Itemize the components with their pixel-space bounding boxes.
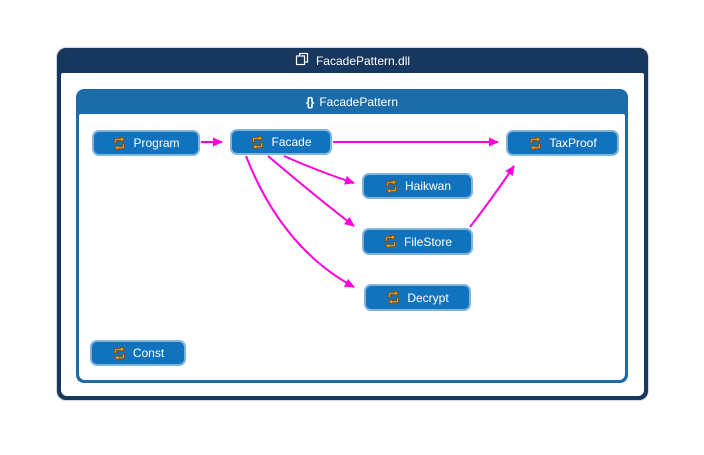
node-label: Program <box>133 136 180 150</box>
node-filestore[interactable]: FileStore <box>362 228 473 255</box>
node-haikwan[interactable]: Haikwan <box>362 173 473 199</box>
node-label: Const <box>132 346 165 360</box>
node-taxproof[interactable]: TaxProof <box>506 130 619 156</box>
assembly-title: FacadePattern.dll <box>315 53 411 68</box>
node-decrypt[interactable]: Decrypt <box>364 284 471 311</box>
class-icon <box>113 345 126 361</box>
node-label: Facade <box>271 135 312 149</box>
class-icon <box>252 134 264 150</box>
class-icon <box>114 135 126 151</box>
namespace-icon: {} <box>305 94 314 109</box>
node-facade[interactable]: Facade <box>230 129 332 155</box>
node-label: Decrypt <box>407 290 449 305</box>
class-icon <box>385 178 398 194</box>
namespace-header[interactable]: {} FacadePattern <box>76 89 628 114</box>
namespace-title: FacadePattern <box>319 94 399 109</box>
node-label: TaxProof <box>549 136 597 150</box>
node-label: Haikwan <box>404 179 452 193</box>
node-label: FileStore <box>403 234 453 249</box>
class-icon <box>529 135 542 151</box>
node-const[interactable]: Const <box>90 340 186 366</box>
assembly-titlebar[interactable]: FacadePattern.dll <box>57 48 648 73</box>
class-icon <box>384 234 397 249</box>
assembly-icon <box>295 52 309 69</box>
class-icon <box>387 290 400 305</box>
node-program[interactable]: Program <box>92 130 200 156</box>
